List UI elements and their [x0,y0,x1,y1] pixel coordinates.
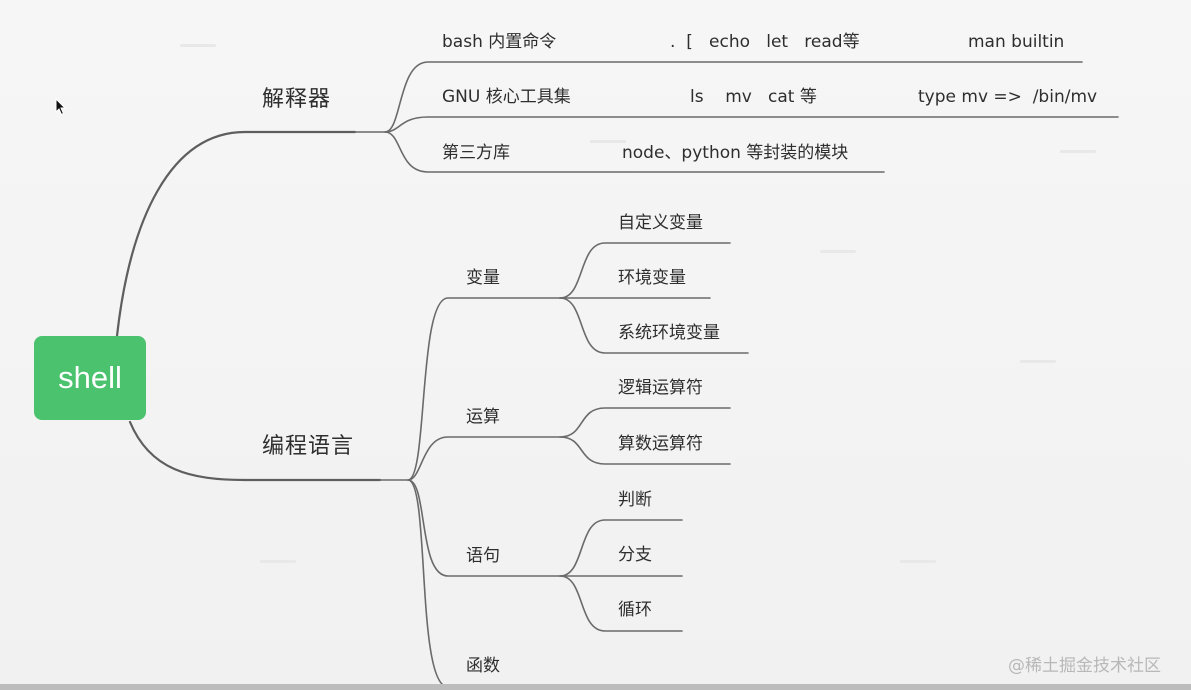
statement-item-if[interactable]: 判断 [618,490,652,510]
variable-item-system-env[interactable]: 系统环境变量 [618,323,720,343]
interpreter-item-bash-example: . [ echo let read等 [670,32,860,52]
interpreter-item-third-party[interactable]: 第三方库 [442,143,510,163]
language-group-statements[interactable]: 语句 [466,546,500,566]
bottom-edge-strip [0,684,1191,690]
background-fleck [820,250,856,253]
watermark-text: @稀土掘金技术社区 [1008,656,1161,676]
interpreter-item-third-party-example: node、python 等封装的模块 [622,143,849,163]
interpreter-item-bash-note: man builtin [968,32,1065,52]
background-fleck [1060,150,1096,153]
link-interpreter-gnu [384,116,1119,133]
link-root-language [128,420,382,482]
link-interpreter-third [384,131,885,173]
interpreter-item-gnu[interactable]: GNU 核心工具集 [442,87,571,107]
link-stmt-loop [559,575,683,632]
variable-item-custom[interactable]: 自定义变量 [618,213,703,233]
link-var-custom [559,242,731,299]
statement-item-loop[interactable]: 循环 [618,600,652,620]
link-var-sysenv [559,297,749,354]
background-fleck [1020,360,1056,363]
link-op-logic [559,407,731,438]
mouse-pointer-icon [55,98,67,116]
language-group-variables[interactable]: 变量 [466,268,500,288]
background-fleck [180,44,216,47]
branch-label-interpreter[interactable]: 解释器 [262,87,332,112]
language-group-operations[interactable]: 运算 [466,407,500,427]
root-node-shell[interactable]: shell [34,336,146,420]
link-op-arith [559,436,731,465]
variable-item-env[interactable]: 环境变量 [618,268,686,288]
interpreter-item-gnu-note: type mv => /bin/mv [918,87,1098,107]
link-language-stmt [407,479,561,577]
operation-item-logic[interactable]: 逻辑运算符 [618,378,703,398]
branch-label-language[interactable]: 编程语言 [262,434,355,459]
background-fleck [590,140,626,143]
interpreter-item-bash[interactable]: bash 内置命令 [442,32,557,52]
root-node-label: shell [58,360,122,395]
link-language-func [407,479,531,688]
language-group-functions[interactable]: 函数 [466,656,500,676]
operation-item-arithmetic[interactable]: 算数运算符 [618,434,703,454]
background-fleck [260,560,296,563]
link-root-interpreter [115,130,357,338]
statement-item-branch[interactable]: 分支 [618,545,652,565]
link-stmt-if [559,519,683,577]
background-fleck [900,560,936,563]
interpreter-item-gnu-example: ls mv cat 等 [690,87,817,107]
link-language-var [379,297,561,481]
link-language-op [407,436,561,481]
